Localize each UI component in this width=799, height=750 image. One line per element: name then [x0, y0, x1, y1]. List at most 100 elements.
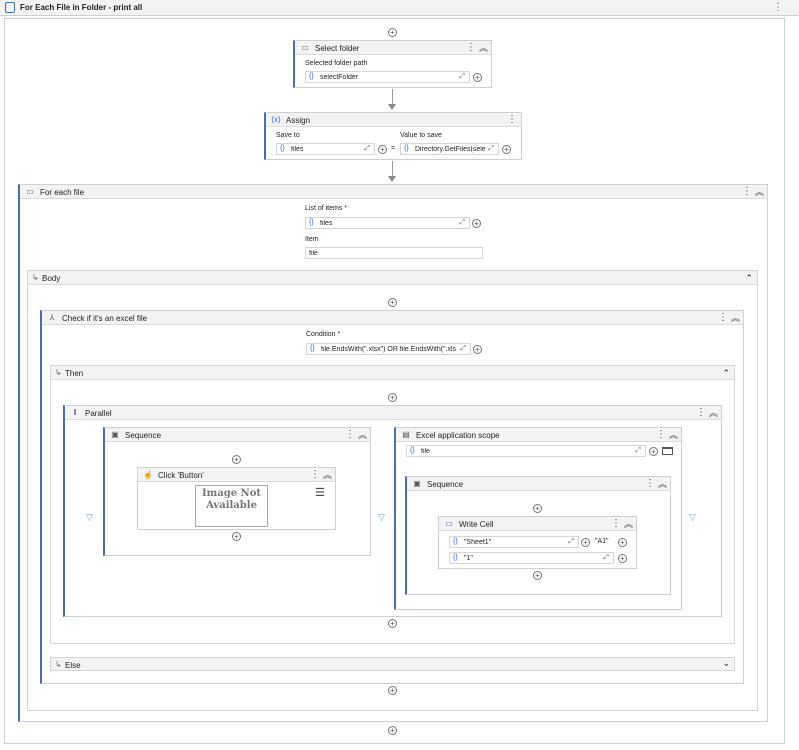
write-cell-icon: ▭: [445, 519, 453, 528]
add-activity-button[interactable]: +: [533, 571, 542, 580]
add-variable-button[interactable]: +: [472, 219, 481, 228]
workbook-path-input[interactable]: {} file ⤢: [406, 445, 646, 457]
collapse-icon[interactable]: ︽: [357, 430, 367, 440]
collapse-icon[interactable]: ︽: [657, 479, 667, 489]
assign-activity[interactable]: (x) Assign ⋮ Save to Value to save {} fi…: [264, 112, 522, 160]
add-variable-button[interactable]: +: [649, 447, 658, 456]
write-cell-activity[interactable]: ▭ Write Cell ⋮ ︽ {} "Sheet1" ⤢ + "A1" + …: [438, 516, 637, 569]
body-title: Body: [42, 274, 61, 283]
add-variable-button[interactable]: +: [502, 145, 511, 154]
value-input[interactable]: {} "1" ⤢: [449, 552, 614, 564]
collapse-icon[interactable]: ︽: [708, 408, 718, 418]
workflow-title: For Each File in Folder - print all: [20, 3, 143, 12]
menu-icon[interactable]: ⋮: [466, 42, 476, 53]
add-activity-button[interactable]: +: [388, 619, 397, 628]
workflow-menu-icon[interactable]: ⋮: [773, 2, 783, 13]
value-to-save-label: Value to save: [400, 132, 442, 139]
click-activity[interactable]: ☝ Click 'Button' ⋮ ︽ Image Not Available…: [137, 467, 336, 530]
add-variable-button[interactable]: +: [618, 538, 627, 547]
equals-sign: =: [391, 145, 396, 152]
collapse-icon[interactable]: ︽: [478, 43, 488, 53]
menu-icon[interactable]: ⋮: [611, 518, 621, 529]
activity-title: Write Cell: [459, 520, 494, 529]
add-variable-button[interactable]: +: [581, 538, 590, 547]
browse-folder-icon[interactable]: [662, 447, 673, 455]
item-input[interactable]: file: [305, 247, 483, 259]
branch-arrow-icon: ↳: [32, 273, 39, 282]
collapse-icon[interactable]: ︽: [754, 187, 764, 197]
add-activity-button[interactable]: +: [388, 393, 397, 402]
branch-arrow-icon: ↳: [55, 660, 62, 669]
expression-icon: {}: [309, 73, 314, 80]
collapse-icon[interactable]: ⌃: [722, 368, 730, 378]
sequence-icon: ▣: [413, 479, 421, 488]
then-title: Then: [65, 369, 84, 378]
value-input[interactable]: {} Directory.GetFiles(sele ⤢: [400, 143, 499, 155]
expand-icon[interactable]: ⤢: [460, 345, 466, 352]
add-activity-button[interactable]: +: [388, 28, 397, 37]
sequence-icon: [5, 2, 15, 13]
drop-target-icon[interactable]: ▽: [378, 512, 385, 522]
folder-path-input[interactable]: {} selectFolder ⤢: [305, 71, 470, 83]
expand-icon[interactable]: ⤢: [364, 145, 370, 152]
add-variable-button[interactable]: +: [473, 73, 482, 82]
expand-icon[interactable]: ⤢: [568, 538, 574, 545]
menu-icon[interactable]: ⋮: [507, 114, 517, 125]
add-variable-button[interactable]: +: [473, 345, 482, 354]
activity-title: For each file: [40, 188, 85, 197]
variable-icon: (x): [271, 115, 281, 124]
add-activity-button[interactable]: +: [232, 532, 241, 541]
add-activity-button[interactable]: +: [388, 686, 397, 695]
add-activity-button[interactable]: +: [388, 298, 397, 307]
activity-title: Sequence: [427, 480, 464, 489]
add-activity-button[interactable]: +: [232, 455, 241, 464]
expand-icon[interactable]: ⤢: [635, 447, 641, 454]
add-variable-button[interactable]: +: [618, 554, 627, 563]
condition-label: Condition *: [306, 331, 341, 338]
loop-icon: ▭: [26, 187, 34, 196]
cell-value[interactable]: "A1": [595, 538, 609, 545]
else-container[interactable]: ↳ Else ⌄: [50, 657, 735, 671]
branch-arrow-icon: ↳: [55, 368, 62, 377]
list-of-items-input[interactable]: {} files ⤢: [305, 217, 470, 229]
drop-target-icon[interactable]: ▽: [86, 512, 93, 522]
menu-icon[interactable]: ⋮: [656, 429, 666, 440]
add-variable-button[interactable]: +: [378, 145, 387, 154]
workflow-header: For Each File in Folder - print all ⋮: [0, 0, 799, 16]
menu-icon[interactable]: ⋮: [742, 186, 752, 197]
activity-title: Parallel: [85, 409, 112, 418]
add-activity-button[interactable]: +: [533, 504, 542, 513]
select-folder-activity[interactable]: ▭ Select folder ⋮ ︽ Selected folder path…: [293, 40, 492, 88]
collapse-icon[interactable]: ︽: [730, 313, 740, 323]
expression-icon: {}: [309, 219, 314, 226]
drop-target-icon[interactable]: ▽: [689, 512, 696, 522]
menu-icon[interactable]: ⋮: [718, 312, 728, 323]
condition-input[interactable]: {} file.EndsWith(".xlsx") OR file.EndsWi…: [306, 343, 471, 355]
field-value: Directory.GetFiles(sele: [415, 146, 485, 153]
excel-icon: ▤: [402, 430, 410, 439]
click-icon: ☝: [143, 470, 153, 479]
field-value: "Sheet1": [464, 539, 492, 546]
add-activity-button[interactable]: +: [388, 726, 397, 735]
save-to-input[interactable]: {} files ⤢: [276, 143, 375, 155]
menu-icon[interactable]: ⋮: [645, 478, 655, 489]
field-value: "1": [464, 555, 473, 562]
item-label: Item: [305, 236, 319, 243]
menu-icon[interactable]: ⋮: [696, 407, 706, 418]
menu-icon[interactable]: ⋮: [345, 429, 355, 440]
collapse-icon[interactable]: ︽: [668, 430, 678, 440]
expression-icon: {}: [453, 538, 458, 545]
collapse-icon[interactable]: ⌃: [745, 273, 753, 283]
sheet-name-input[interactable]: {} "Sheet1" ⤢: [449, 536, 579, 548]
expand-chevron-icon[interactable]: ⌄: [722, 658, 730, 668]
expand-icon[interactable]: ⤢: [488, 145, 494, 152]
field-label: Selected folder path: [305, 60, 368, 67]
collapse-icon[interactable]: ︽: [623, 519, 633, 529]
expand-icon[interactable]: ⤢: [459, 73, 465, 80]
save-to-label: Save to: [276, 132, 300, 139]
collapse-icon[interactable]: ︽: [322, 470, 332, 480]
expand-icon[interactable]: ⤢: [459, 219, 465, 226]
menu-icon[interactable]: ⋮: [310, 469, 320, 480]
expand-icon[interactable]: ⤢: [603, 554, 609, 561]
hamburger-menu-icon[interactable]: ☰: [315, 487, 325, 499]
